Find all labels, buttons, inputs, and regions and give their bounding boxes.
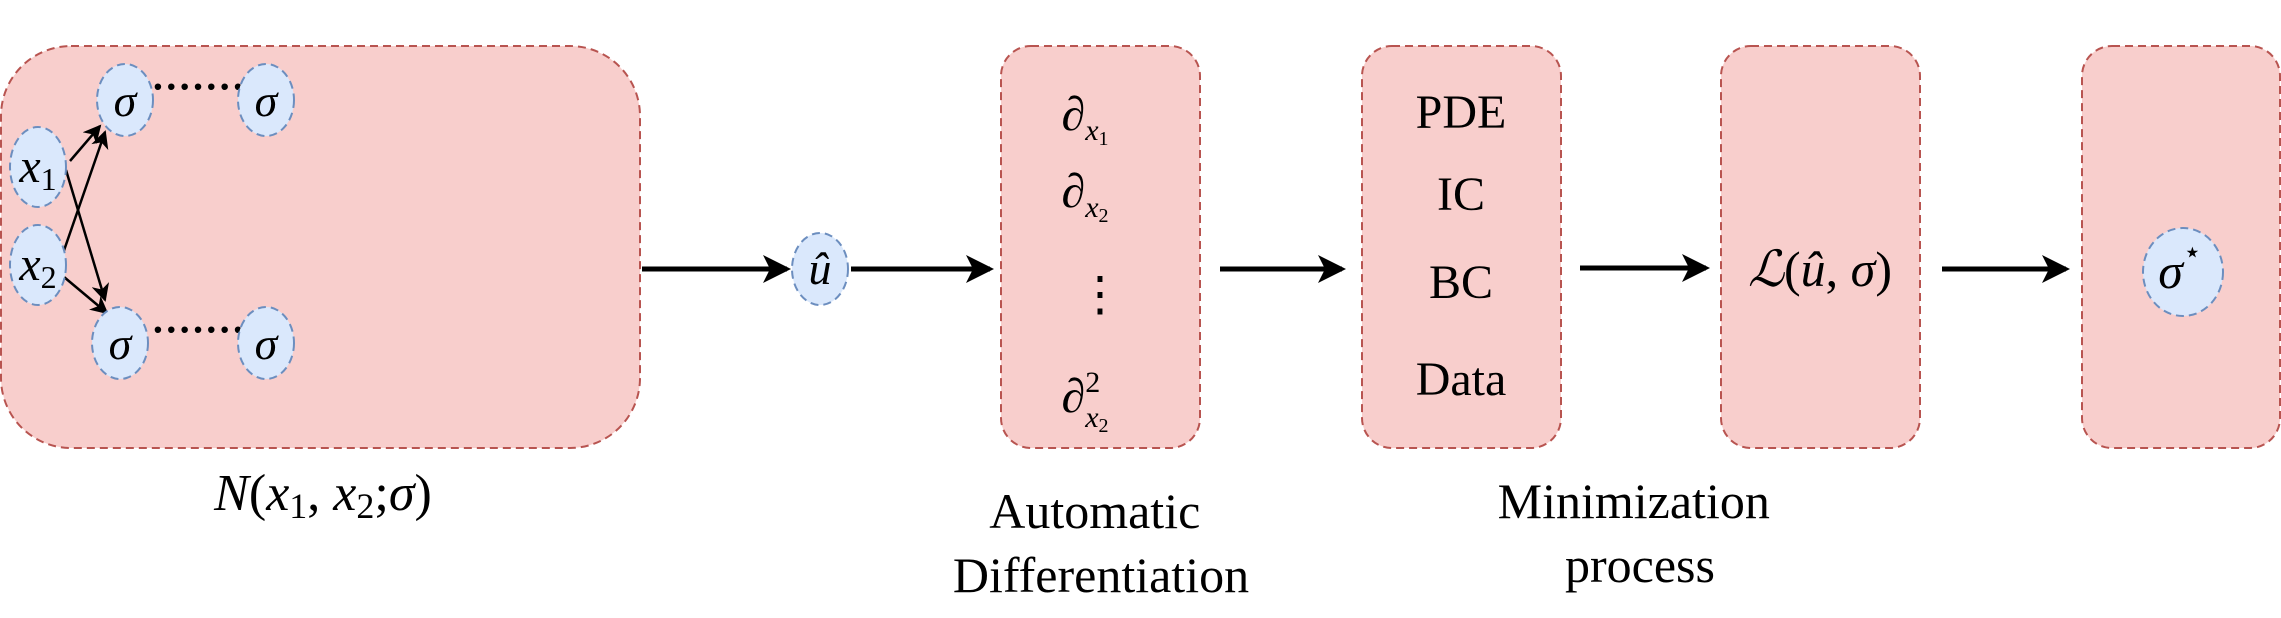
edge-x2-bottom	[63, 276, 109, 315]
network-box: x1 x2 σ ······· σ σ ······· σ	[0, 45, 641, 449]
svg-text:x2: x2	[18, 238, 56, 295]
loss-item-bc: BC	[1429, 256, 1493, 309]
ellipsis-top: ·······	[151, 64, 244, 109]
hidden-node-top-last: σ	[237, 63, 295, 137]
svg-text:σ: σ	[255, 75, 280, 126]
result-box: σ⋆	[2081, 45, 2281, 449]
input-node-x1: x1	[9, 126, 67, 208]
network-label: N(x1, x2;σ)	[213, 465, 432, 526]
edge-x1-bottom	[64, 169, 110, 302]
loss-item-pde: PDE	[1416, 86, 1507, 139]
derivative-x2: ∂x2	[1061, 165, 1108, 227]
svg-text:σ: σ	[109, 318, 134, 369]
losses-box: PDE IC BC Data	[1361, 45, 1562, 449]
loss-item-data: Data	[1416, 353, 1507, 406]
edge-x2-top	[58, 130, 109, 263]
optimal-sigma: σ⋆	[2158, 236, 2201, 299]
svg-text:û: û	[809, 243, 832, 294]
svg-text:x1: x1	[18, 140, 56, 197]
ellipsis-bottom: ·······	[151, 307, 244, 352]
loss-function: ℒ(û, σ)	[1748, 241, 1892, 297]
loss-function-box: ℒ(û, σ)	[1720, 45, 1921, 449]
hidden-node-top-first: σ	[96, 63, 154, 137]
svg-text:σ: σ	[114, 75, 139, 126]
vertical-ellipsis: ⋮	[1076, 268, 1124, 321]
minimization-label: Minimization process	[1498, 473, 1783, 593]
hidden-node-bottom-first: σ	[91, 306, 149, 380]
output-node-u-hat: û	[791, 232, 849, 306]
svg-text:σ: σ	[255, 318, 280, 369]
derivative-x1: ∂x1	[1061, 88, 1108, 150]
input-node-x2: x2	[9, 224, 67, 306]
result-node	[2142, 227, 2224, 317]
loss-item-ic: IC	[1437, 168, 1485, 221]
hidden-node-bottom-last: σ	[237, 306, 295, 380]
autodiff-label: Automatic Differentiation	[953, 483, 1249, 603]
